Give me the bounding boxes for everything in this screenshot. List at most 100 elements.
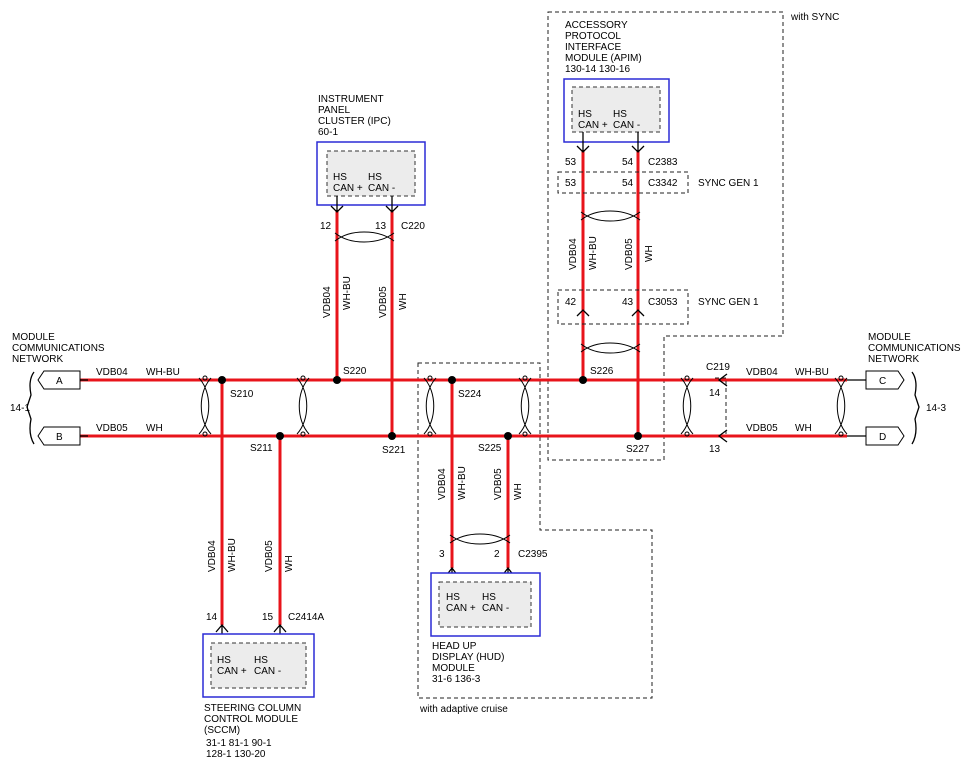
splice-s220-label: S220 [343,366,367,377]
c219-pin-b: 13 [709,444,721,455]
terminal-b [37,426,81,446]
left-vdb05-label: VDB05 [96,423,128,434]
apim-pin-minus-l2: CAN - [613,120,640,131]
c3053-arrow-icon [576,309,590,317]
ipc-title-3: CLUSTER (IPC) [318,116,391,127]
twist-icon [198,375,212,437]
splice-s210 [218,376,226,384]
ipc-vdb04-label: VDB04 [322,286,333,318]
sccm-title-3: (SCCM) [204,725,240,736]
twist-icon [449,533,511,545]
c3342-pin-a: 53 [565,178,577,189]
sccm-pin-a: 14 [206,612,218,623]
splice-s227 [634,432,642,440]
ipc-pin-b: 13 [375,221,387,232]
twist-icon [580,210,641,222]
ipc-pin-arrow-icon [330,196,344,213]
hud-title-2: DISPLAY (HUD) [432,652,504,663]
right-vdb04-label: VDB04 [746,367,778,378]
ipc-pin-minus-l1: HS [368,172,382,183]
right-network-title-3: NETWORK [868,354,919,365]
apim-connector: C2383 [648,157,678,168]
splice-s226 [579,376,587,384]
sccm-whbu-label: WH-BU [227,538,238,572]
twist-icon [518,375,532,437]
hud-pin-plus-l2: CAN + [446,603,476,614]
left-whbu-label: WH-BU [146,367,180,378]
hud-vdb04-label: VDB04 [437,468,448,500]
right-network-title-2: COMMUNICATIONS [868,343,961,354]
ipc-pin-plus-l1: HS [333,172,347,183]
sccm-vdb04-label: VDB04 [207,540,218,572]
splice-s211-label: S211 [250,443,273,454]
right-bracket-icon [911,371,920,445]
c3342-inline-connector [557,171,689,194]
hud-module-inner [438,581,532,628]
hud-refs: 31-6 136-3 [432,674,481,685]
apim-vdb04-label: VDB04 [568,238,579,270]
sccm-refs-2: 128-1 130-20 [206,749,266,760]
ipc-whbu-label: WH-BU [342,276,353,310]
ipc-pin-a: 12 [320,221,332,232]
splice-s210-label: S210 [230,389,254,400]
c3053-connector: C3053 [648,297,678,308]
left-wh-label: WH [146,423,163,434]
sccm-pin-minus-l1: HS [254,655,268,666]
apim-title-1: ACCESSORY [565,20,628,31]
c3053-note: SYNC GEN 1 [698,297,759,308]
terminal-d-label: D [879,432,886,443]
sccm-pin-plus-l2: CAN + [217,666,247,677]
right-wh-label: WH [795,423,812,434]
splice-s221-label: S221 [382,445,406,456]
left-network-title-2: COMMUNICATIONS [12,343,105,354]
apim-vdb05-label: VDB05 [624,238,635,270]
ipc-pin-plus-l2: CAN + [333,183,363,194]
hud-pin-minus-l1: HS [482,592,496,603]
right-network-title-1: MODULE [868,332,911,343]
hud-pin-b: 2 [494,549,500,560]
c3053-pin-b: 43 [622,297,634,308]
splice-s225-label: S225 [478,443,502,454]
twist-icon [834,375,848,437]
ipc-title-1: INSTRUMENT [318,94,384,105]
twist-icon [680,375,694,437]
ipc-module-inner [326,150,416,197]
left-network-title-1: MODULE [12,332,55,343]
ipc-vdb05-label: VDB05 [378,286,389,318]
ipc-wh-label: WH [398,293,409,310]
right-vdb05-label: VDB05 [746,423,778,434]
apim-module-inner [571,86,661,133]
sccm-connector: C2414A [288,612,324,623]
apim-whbu-label: WH-BU [588,236,599,270]
splice-s224 [448,376,456,384]
hud-title-1: HEAD UP [432,641,477,652]
apim-pin-b: 54 [622,157,634,168]
splice-s211 [276,432,284,440]
terminal-c-label: C [879,376,886,387]
right-whbu-label: WH-BU [795,367,829,378]
adaptive-cruise-option-label: with adaptive cruise [419,704,508,715]
twist-icon [423,375,437,437]
splice-s224-label: S224 [458,389,482,400]
hud-title-3: MODULE [432,663,475,674]
c3053-arrow-icon [631,309,645,317]
c219-label: C219 [706,362,730,373]
ipc-title-2: PANEL [318,105,350,116]
hud-whbu-label: WH-BU [457,466,468,500]
c3053-pin-a: 42 [565,297,577,308]
hud-vdb05-label: VDB05 [493,468,504,500]
sccm-wh-label: WH [284,555,295,572]
c219-connector-outline [715,377,727,436]
sccm-title-2: CONTROL MODULE [204,714,298,725]
sccm-pin-plus-l1: HS [217,655,231,666]
apim-title-3: INTERFACE [565,42,621,53]
apim-pin-plus-l1: HS [578,109,592,120]
twist-icon [580,342,641,354]
left-vdb04-label: VDB04 [96,367,128,378]
sccm-refs-1: 31-1 81-1 90-1 [206,738,272,749]
terminal-a-label: A [56,376,63,387]
terminal-a [37,370,81,390]
c3342-pin-b: 54 [622,178,634,189]
apim-pin-arrow-icon [576,132,590,153]
